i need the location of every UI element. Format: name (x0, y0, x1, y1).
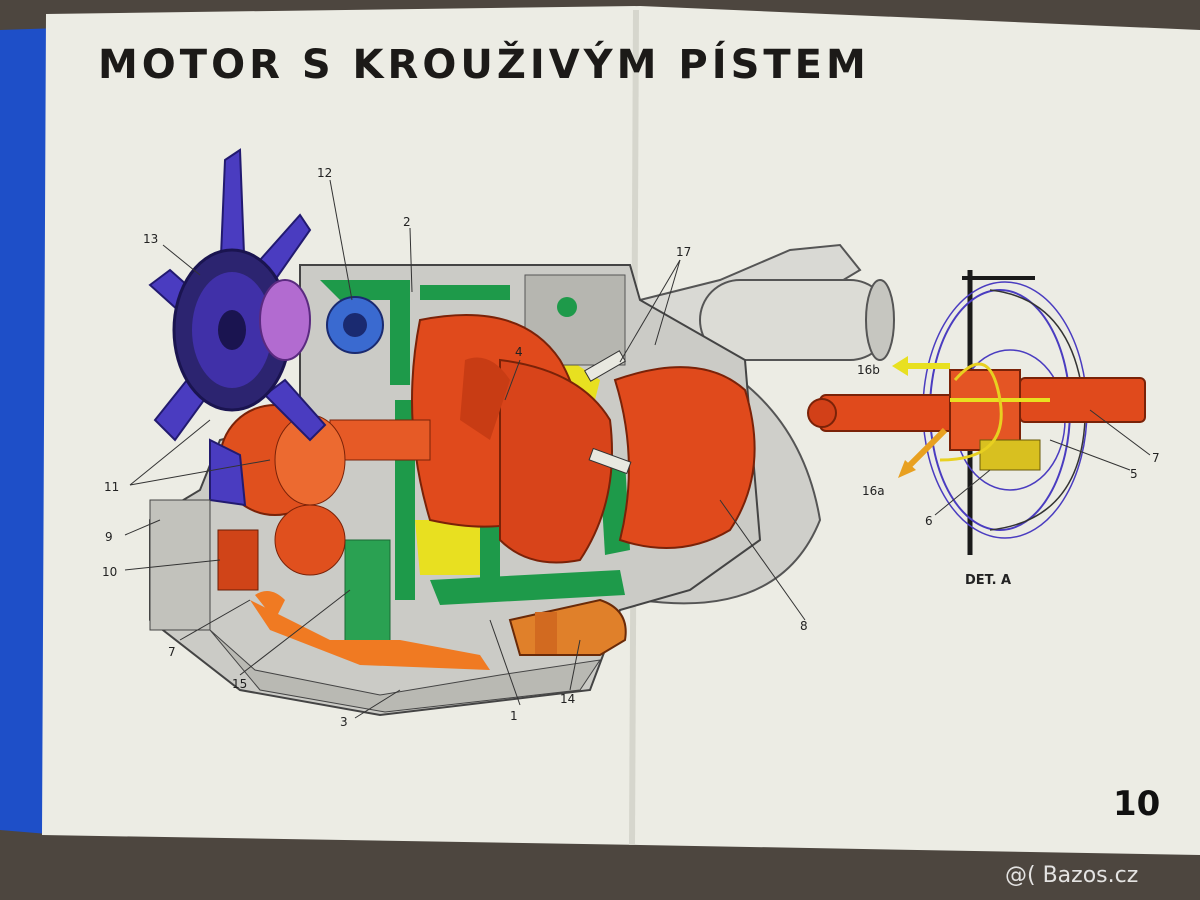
callout-5: 5 (1130, 467, 1138, 481)
callout-labels: 1 2 3 4 5 6 7 7 8 9 10 11 12 13 14 15 16… (102, 166, 1160, 729)
page-title: MOTOR S KROUŽIVÝM PÍSTEM (98, 39, 870, 88)
detail-a-diagram (807, 270, 1146, 555)
callout-7: 7 (168, 645, 176, 659)
detail-label: DET. A (965, 573, 1011, 588)
oil-cooler (344, 539, 391, 651)
oil-sump (209, 629, 602, 713)
callout-16a: 16a (862, 484, 885, 498)
callout-9: 9 (105, 530, 113, 544)
rotor-secondary (499, 358, 613, 564)
muffler (699, 279, 891, 361)
callout-leaders (124, 179, 1151, 719)
coolant-channel (320, 280, 410, 385)
spark-plug-icon (583, 350, 632, 475)
callout-4: 4 (515, 345, 523, 359)
callout-15: 15 (232, 677, 247, 691)
callout-11: 11 (104, 480, 119, 494)
eccentric-shaft (329, 419, 431, 461)
page-number: 10 (1113, 784, 1160, 824)
oil-pump-gear (217, 529, 259, 591)
callout-13: 13 (143, 232, 158, 246)
callout-1: 1 (510, 709, 518, 723)
callout-2: 2 (403, 215, 411, 229)
detail-shaft (819, 394, 961, 432)
callout-6: 6 (925, 514, 933, 528)
callout-17: 17 (676, 245, 691, 259)
callout-12: 12 (317, 166, 332, 180)
callout-14: 14 (560, 692, 575, 706)
callout-16b: 16b (857, 363, 880, 377)
callout-10: 10 (102, 565, 117, 579)
arrow-icon (892, 356, 950, 478)
flywheel-rotor (613, 366, 756, 549)
callout-7-detail: 7 (1152, 451, 1160, 465)
water-pump (326, 296, 384, 354)
callout-3: 3 (340, 715, 348, 729)
oil-flow (250, 600, 490, 670)
callout-8: 8 (800, 619, 808, 633)
fan-icon (148, 148, 327, 507)
engine-cutaway (148, 148, 895, 717)
watermark: @( Bazos.cz (1005, 863, 1138, 888)
